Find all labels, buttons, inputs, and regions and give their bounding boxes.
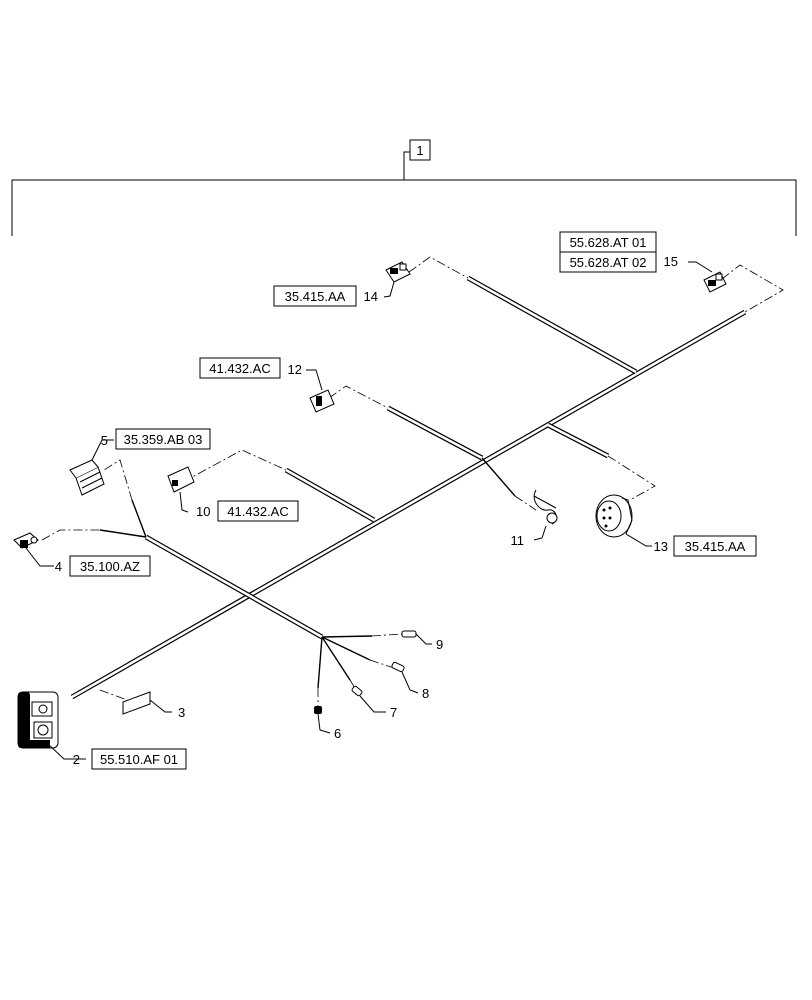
- callout-10-number: 10: [196, 504, 210, 519]
- assembly-bracket: [11, 151, 797, 236]
- callout-1[interactable]: 1: [409, 139, 431, 161]
- branch-wires: [99, 457, 516, 689]
- callout-5[interactable]: 5 35.359.AB 03: [91, 428, 211, 461]
- clip-part-11[interactable]: [533, 489, 558, 525]
- callout-2-number: 2: [73, 752, 80, 767]
- callout-14[interactable]: 14 35.415.AA: [273, 281, 395, 307]
- callout-5-ref: 35.359.AB 03: [124, 432, 203, 447]
- connection-lines: [41, 256, 784, 706]
- terminal-part-6[interactable]: [314, 706, 322, 714]
- connector-part-13[interactable]: [595, 494, 633, 538]
- callout-8[interactable]: 8: [401, 671, 429, 701]
- callout-11[interactable]: 11: [511, 525, 547, 548]
- callout-9[interactable]: 9: [415, 633, 443, 652]
- callout-2-ref: 55.510.AF 01: [100, 752, 178, 767]
- callout-7-number: 7: [390, 705, 397, 720]
- label-part-3[interactable]: [122, 691, 151, 715]
- connector-part-14[interactable]: [385, 261, 411, 283]
- terminal-part-8[interactable]: [391, 661, 405, 673]
- callout-15-number: 15: [664, 254, 678, 269]
- terminal-part-7[interactable]: [351, 685, 363, 697]
- callout-2[interactable]: 2 55.510.AF 01: [47, 743, 187, 770]
- callout-4-ref: 35.100.AZ: [80, 559, 140, 574]
- callout-14-number: 14: [364, 289, 378, 304]
- callout-6[interactable]: 6: [317, 713, 341, 741]
- callout-12-ref: 41.432.AC: [209, 361, 270, 376]
- callout-4-number: 4: [55, 559, 62, 574]
- callout-10[interactable]: 10 41.432.AC: [179, 491, 299, 522]
- callout-5-number: 5: [101, 433, 108, 448]
- callout-6-number: 6: [334, 726, 341, 741]
- callout-15[interactable]: 15 55.628.AT 01 55.628.AT 02: [559, 231, 713, 273]
- callout-8-number: 8: [422, 686, 429, 701]
- callout-13-number: 13: [654, 539, 668, 554]
- callout-4[interactable]: 4 35.100.AZ: [25, 547, 151, 577]
- callout-13-ref: 35.415.AA: [685, 539, 746, 554]
- callout-3[interactable]: 3: [149, 699, 185, 720]
- connector-part-4[interactable]: [13, 532, 39, 549]
- connector-part-2[interactable]: [17, 691, 59, 749]
- callout-11-number: 11: [511, 533, 525, 548]
- harness-trunk: [70, 275, 747, 700]
- callout-10-ref: 41.432.AC: [227, 504, 288, 519]
- callout-12[interactable]: 12 41.432.AC: [199, 357, 323, 391]
- callout-1-number: 1: [416, 143, 423, 158]
- callout-9-number: 9: [436, 637, 443, 652]
- connector-part-12[interactable]: [309, 389, 335, 413]
- callout-12-number: 12: [288, 362, 302, 377]
- connector-part-15[interactable]: [703, 271, 727, 293]
- callout-3-number: 3: [178, 705, 185, 720]
- connector-part-10[interactable]: [167, 466, 195, 493]
- callout-7[interactable]: 7: [359, 695, 397, 720]
- terminal-part-9[interactable]: [401, 630, 417, 638]
- callout-15-ref-1: 55.628.AT 01: [570, 235, 647, 250]
- callout-15-ref-2: 55.628.AT 02: [570, 255, 647, 270]
- callout-13[interactable]: 13 35.415.AA: [625, 533, 757, 557]
- connector-part-5[interactable]: [69, 459, 105, 496]
- callout-14-ref: 35.415.AA: [285, 289, 346, 304]
